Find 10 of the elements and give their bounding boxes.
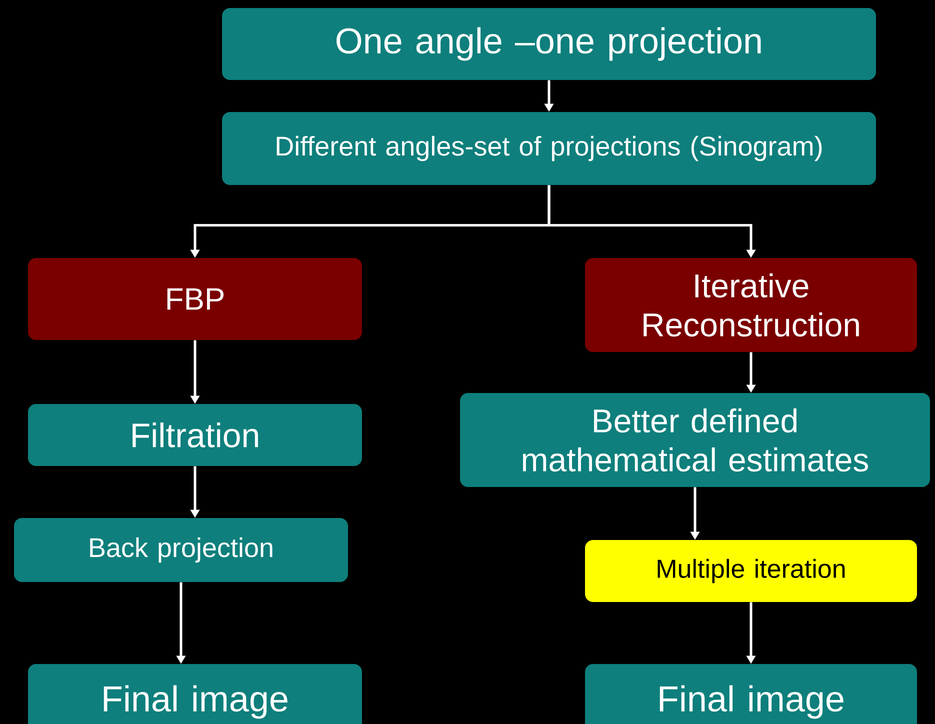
process-box: Filtration <box>28 404 362 466</box>
process-box: Final image <box>585 664 917 724</box>
process-box: FBP <box>28 258 362 340</box>
process-box: Different angles-set of projections (Sinogram) <box>222 112 876 185</box>
process-box: One angle –one projection <box>222 8 876 80</box>
process-box: Better defined mathematical estimates <box>460 393 930 487</box>
process-box: Multiple iteration <box>585 540 917 602</box>
process-box: Final image <box>28 664 362 724</box>
process-box: Iterative Reconstruction <box>585 258 917 352</box>
process-box: Back projection <box>14 518 348 582</box>
